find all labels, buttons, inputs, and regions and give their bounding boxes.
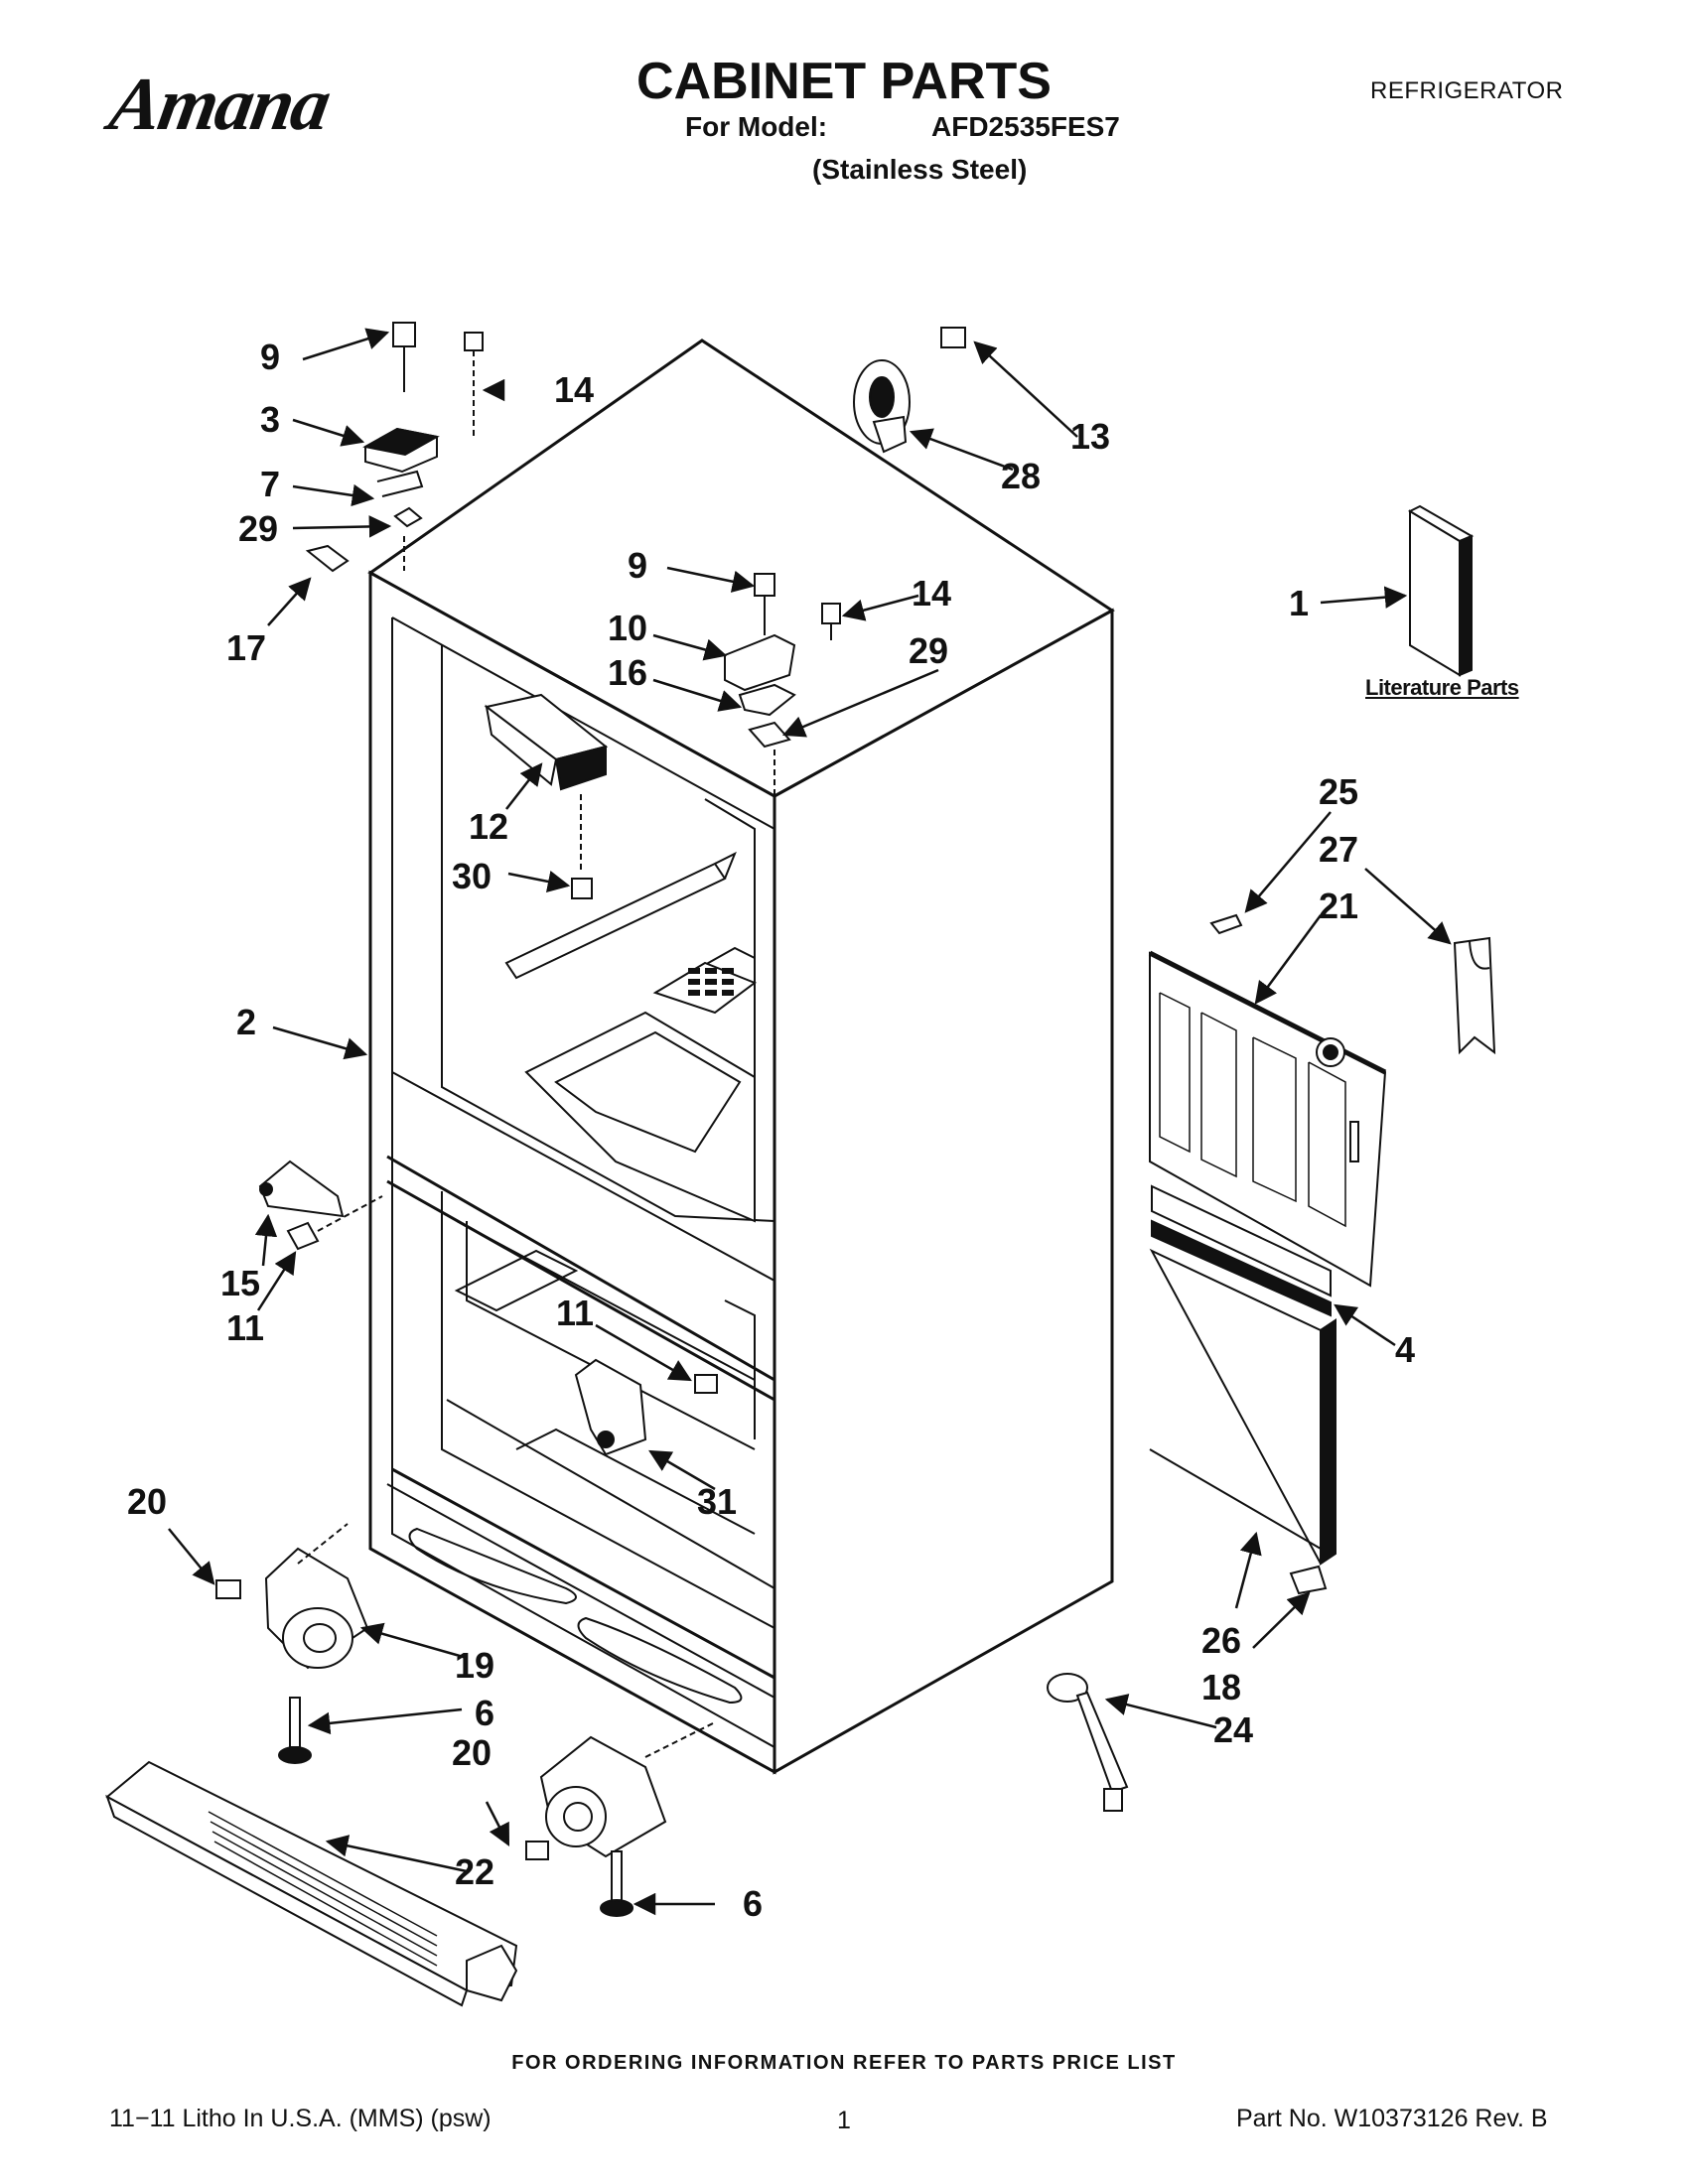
callout-12: 12: [469, 806, 508, 847]
literature-parts-label: Literature Parts: [1365, 675, 1519, 700]
callout-leaders: [168, 328, 1452, 1916]
callout-7: 7: [260, 464, 280, 504]
front-grille-assembly: [1148, 913, 1496, 1595]
door-handle-tool: [1047, 1673, 1129, 1812]
callout-25: 25: [1319, 771, 1358, 812]
left-middle-hinge-parts: [258, 1160, 383, 1251]
top-center-hinge-assembly: [724, 573, 841, 794]
model-label: For Model:: [685, 111, 828, 142]
callout-18: 18: [1201, 1667, 1241, 1707]
part-number: Part No. W10373126 Rev. B: [1236, 2105, 1548, 2132]
callout-2: 2: [236, 1002, 256, 1042]
callout-28: 28: [1001, 456, 1041, 496]
callout-17: 17: [226, 627, 266, 668]
callout-24: 24: [1213, 1709, 1253, 1750]
callout-6a: 6: [475, 1693, 494, 1733]
callout-15: 15: [220, 1263, 260, 1303]
callout-9b: 9: [628, 545, 647, 586]
cabinet-body: [367, 339, 1115, 1775]
callout-16: 16: [608, 652, 647, 693]
callout-10: 10: [608, 608, 647, 648]
top-right-hinge-cover: [853, 327, 966, 454]
lower-center-hinge-bracket: [574, 1358, 718, 1456]
callout-19: 19: [455, 1645, 494, 1686]
model-variant: (Stainless Steel): [812, 154, 1028, 185]
top-left-hinge-assembly: [305, 322, 484, 573]
cabinet-interior: [386, 645, 775, 1705]
model-number: AFD2535FES7: [931, 111, 1120, 142]
page-title: CABINET PARTS: [636, 53, 1052, 110]
callout-11b: 11: [556, 1293, 594, 1333]
callout-6b: 6: [743, 1883, 763, 1924]
callout-11a: 11: [226, 1307, 264, 1348]
callout-4: 4: [1395, 1329, 1415, 1370]
callout-14a: 14: [554, 369, 594, 410]
left-roller-assembly: [215, 1523, 369, 1764]
callout-14b: 14: [912, 573, 951, 614]
callout-31: 31: [697, 1481, 737, 1522]
callout-20a: 20: [127, 1481, 167, 1522]
callout-21: 21: [1319, 886, 1358, 926]
callout-26: 26: [1201, 1620, 1241, 1661]
callout-27: 27: [1319, 829, 1358, 870]
right-roller-assembly: [525, 1721, 716, 1917]
callout-20b: 20: [452, 1732, 492, 1773]
callout-29b: 29: [909, 630, 948, 671]
callout-3: 3: [260, 399, 280, 440]
callout-29a: 29: [238, 508, 278, 549]
callout-1: 1: [1289, 583, 1309, 623]
page-number: 1: [837, 2107, 851, 2134]
callout-13: 13: [1070, 416, 1110, 457]
appliance-category: REFRIGERATOR: [1370, 77, 1564, 104]
callout-9a: 9: [260, 337, 280, 377]
base-grille: [105, 1760, 518, 2007]
litho-info: 11−11 Litho In U.S.A. (MMS) (psw): [109, 2105, 492, 2132]
literature-parts-book: [1407, 504, 1475, 677]
vent-slots: [688, 968, 734, 996]
callout-labels: 9 14 3 7 29 17 13 28 9 14 10 16 29 1 12 …: [127, 337, 1415, 1924]
ordering-note: FOR ORDERING INFORMATION REFER TO PARTS …: [511, 2052, 1177, 2074]
callout-22: 22: [455, 1851, 494, 1892]
callout-30: 30: [452, 856, 492, 896]
